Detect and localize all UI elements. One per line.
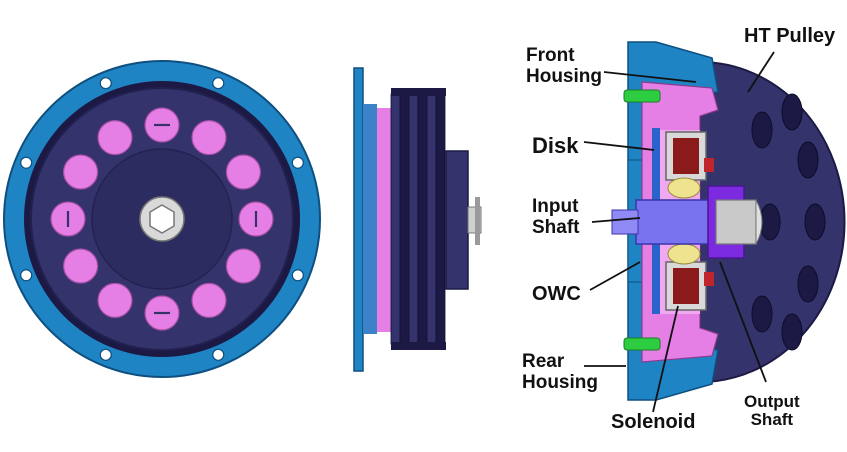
leader-disk: [583, 141, 655, 151]
side-pink-disk: [377, 108, 391, 332]
label-output-shaft-line2: Shaft: [750, 410, 794, 430]
leader-owc: [589, 261, 641, 291]
pulley-hole: [751, 295, 773, 333]
leader-solenoid: [652, 305, 679, 413]
bearing-ball-top: [667, 177, 701, 199]
mounting-holes: [20, 77, 304, 361]
bolt-top: [623, 89, 661, 103]
side-flange: [353, 67, 364, 372]
groove-rib: [435, 93, 446, 345]
leader-input-shaft: [591, 217, 641, 223]
pink-window: [97, 119, 133, 156]
groove-rib: [390, 93, 401, 345]
pink-window: [62, 248, 99, 284]
label-front-housing-line1: Front: [526, 45, 575, 66]
label-rear-housing-line2: Housing: [522, 371, 598, 393]
leader-lines: [583, 51, 775, 413]
side-hub: [445, 150, 469, 290]
side-flange-step: [363, 104, 377, 334]
owc-spring-top: [704, 158, 714, 172]
pulley-hole: [751, 111, 773, 149]
pink-window: [191, 119, 227, 156]
mounting-hole: [20, 269, 33, 282]
mounting-hole: [291, 156, 304, 169]
bearing-ball-bottom: [667, 243, 701, 265]
leader-front-housing: [603, 71, 697, 83]
label-rear-housing: Rear Housing: [522, 351, 598, 393]
pink-window: [225, 248, 262, 284]
side-view: [353, 67, 482, 372]
pulley-hole: [781, 313, 803, 351]
mounting-hole: [99, 348, 112, 361]
label-input-shaft: Input Shaft: [532, 196, 580, 238]
label-front-housing: Front Housing: [526, 45, 602, 87]
hex-socket-icon: [149, 204, 175, 234]
input-shaft-spline: [611, 209, 639, 235]
label-input-shaft-line2: Shaft: [532, 216, 580, 238]
input-shaft: [635, 199, 713, 245]
leader-output-shaft: [719, 261, 767, 383]
pink-window: [225, 154, 262, 190]
label-rear-housing-line1: Rear: [522, 351, 565, 372]
pink-window: [62, 154, 99, 190]
pulley-hole: [759, 203, 781, 241]
groove-rib: [426, 93, 437, 345]
poly-v-grooves: [390, 88, 446, 350]
solenoid-coil-top: [673, 138, 699, 174]
side-shaft-stem: [475, 197, 480, 245]
owc-spring-bottom: [704, 272, 714, 286]
label-owc: OWC: [532, 283, 581, 305]
pink-window: [97, 282, 133, 319]
section-view: [611, 41, 846, 401]
pulley-hole: [781, 93, 803, 131]
groove-rib: [399, 93, 410, 345]
groove-rib: [417, 93, 428, 345]
shaft-nut-tip: [755, 199, 763, 245]
label-output-shaft-line1: Output: [744, 392, 800, 411]
pulley-hole: [804, 203, 826, 241]
solenoid-coil-bottom: [673, 268, 699, 304]
label-front-housing-line2: Housing: [526, 65, 602, 87]
mounting-hole: [212, 77, 225, 90]
label-input-shaft-line1: Input: [532, 196, 579, 217]
label-disk: Disk: [532, 133, 579, 158]
shaft-nut-section: [715, 199, 757, 245]
label-solenoid: Solenoid: [611, 411, 696, 433]
mounting-hole: [212, 348, 225, 361]
groove-cap-bottom: [391, 342, 446, 350]
groove-rib: [408, 93, 419, 345]
mounting-hole: [291, 269, 304, 282]
leader-ht-pulley: [747, 51, 775, 93]
mounting-hole: [99, 77, 112, 90]
pink-window: [191, 282, 227, 319]
label-ht-pulley: HT Pulley: [744, 25, 836, 47]
pink-windows: [50, 107, 274, 331]
mounting-hole: [20, 156, 33, 169]
label-output-shaft: Output Shaft: [744, 392, 800, 430]
groove-cap-top: [391, 88, 446, 96]
front-view: [3, 60, 321, 378]
bolt-bottom: [623, 337, 661, 351]
pulley-hole: [797, 265, 819, 303]
pulley-hole: [797, 141, 819, 179]
